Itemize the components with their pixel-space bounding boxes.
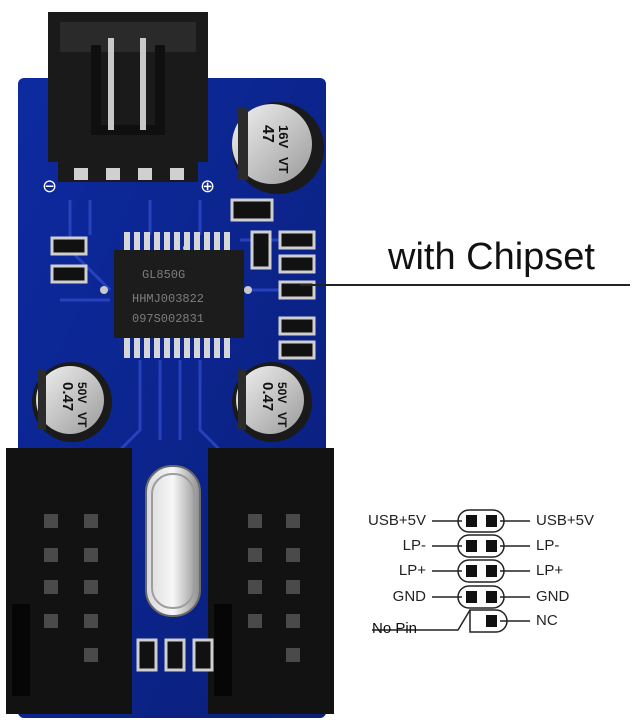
capacitor-top: 47 16V VT [232,102,324,194]
no-pin-label: No Pin [372,620,418,637]
pin-label-right-3: LP+ [536,562,564,579]
pin-label-left-4: GND [392,588,426,605]
bottom-smd-components [136,638,214,672]
chipset-ic: GL850G HHMJ003822 097S002831 [114,232,244,358]
pin-label-left-1: USB+5V [368,512,426,529]
chip-marking-line-1: GL850G [142,268,185,282]
pin-label-right-1: USB+5V [536,512,594,529]
usb-header-left [6,448,132,714]
cap-right-value: 0.47 [259,382,276,411]
positive-symbol: ⊕ [200,176,215,197]
cap-right-voltage: 50V [275,382,289,403]
cap-right-series: VT [275,412,289,428]
capacitor-left: 0.47 50V VT [32,362,112,442]
cap-left-value: 0.47 [59,382,76,411]
pin-label-right-4: GND [536,588,570,605]
chipset-callout-label: with Chipset [388,236,595,278]
pin-label-right-2: LP- [536,537,560,554]
cap-top-series: VT [276,157,291,174]
cap-top-voltage: 16V [276,125,291,148]
usb-header-right [208,448,334,714]
pinout-diagram [372,509,530,633]
ground-symbol: ⊖ [42,176,57,197]
chip-marking-line-3: 097S002831 [132,312,204,326]
capacitor-right: 0.47 50V VT [232,362,312,442]
pin-label-left-2: LP- [402,537,426,554]
smd-components [50,198,316,360]
chip-marking-line-2: HHMJ003822 [132,292,204,306]
cap-top-value: 47 [259,125,276,143]
cap-left-voltage: 50V [75,382,89,403]
crystal-oscillator [145,465,201,617]
cap-left-series: VT [75,412,89,428]
power-connector [48,12,208,182]
chipset-callout-line [300,284,630,286]
pin-label-left-3: LP+ [398,562,426,579]
pin-label-nc: NC [536,612,558,629]
